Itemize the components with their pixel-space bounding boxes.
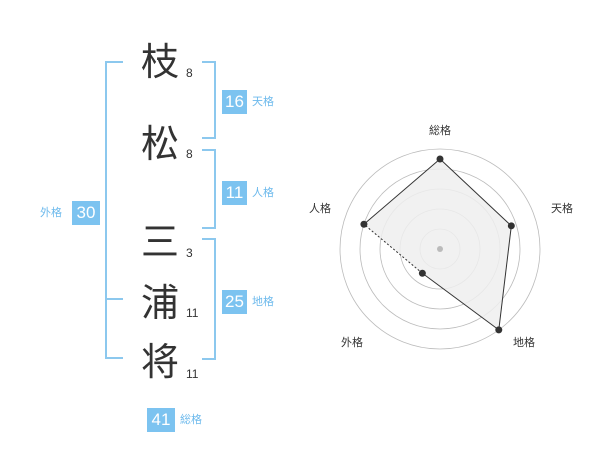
soukaku-label: 総格	[180, 413, 202, 426]
stroke-count-1: 8	[186, 66, 193, 80]
chikaku-bracket	[202, 238, 216, 360]
radar-point-4	[418, 269, 426, 277]
radar-edge	[363, 223, 423, 274]
tenkaku-label: 天格	[252, 95, 274, 108]
jinkaku-bracket	[202, 149, 216, 229]
gaikaku-label: 外格	[40, 206, 62, 219]
radar-edge	[498, 225, 512, 330]
chikaku-score: 25	[222, 290, 247, 314]
kanji-3: 三	[140, 220, 179, 264]
radar-chart: 総格 天格 地格 外格 人格	[309, 123, 573, 350]
soukaku-score: 41	[147, 408, 175, 432]
radar-center-dot	[437, 246, 443, 252]
name-breakdown: 枝 8 松 8 三 3 浦 11 将 11 16 天格 11 人格 25 地格 …	[40, 40, 274, 432]
radar-point-5	[360, 220, 368, 228]
radar-point-2	[507, 222, 515, 230]
radar-label-soukaku: 総格	[429, 123, 451, 137]
kanji-4: 浦	[140, 281, 179, 325]
stroke-count-2: 8	[186, 147, 193, 161]
radar-label-jinkaku: 人格	[309, 201, 331, 215]
chikaku-label: 地格	[252, 295, 274, 308]
radar-label-gaikaku: 外格	[341, 335, 363, 349]
gaikaku-score: 30	[72, 201, 100, 225]
stroke-count-4: 11	[186, 306, 199, 320]
stroke-count-3: 3	[186, 246, 193, 260]
kanji-1: 枝	[140, 40, 179, 84]
radar-label-chikaku: 地格	[513, 335, 535, 349]
radar-outline	[363, 158, 512, 331]
kanji-5: 将	[140, 340, 179, 384]
radar-edge	[439, 158, 512, 227]
gaikaku-bracket	[105, 61, 123, 359]
radar-label-tenkaku: 天格	[551, 201, 573, 215]
stroke-count-5: 11	[186, 367, 199, 381]
tenkaku-score: 16	[222, 90, 247, 114]
radar-point-3	[495, 326, 503, 334]
tenkaku-bracket	[202, 61, 216, 139]
radar-edge	[363, 158, 441, 225]
radar-edge	[422, 272, 500, 331]
gaikaku-divider	[105, 298, 123, 300]
radar-fill-area	[363, 159, 512, 330]
jinkaku-score: 11	[222, 181, 247, 205]
radar-points	[360, 155, 515, 334]
radar-point-1	[436, 155, 444, 163]
jinkaku-label: 人格	[252, 186, 274, 199]
kanji-2: 松	[140, 122, 179, 166]
